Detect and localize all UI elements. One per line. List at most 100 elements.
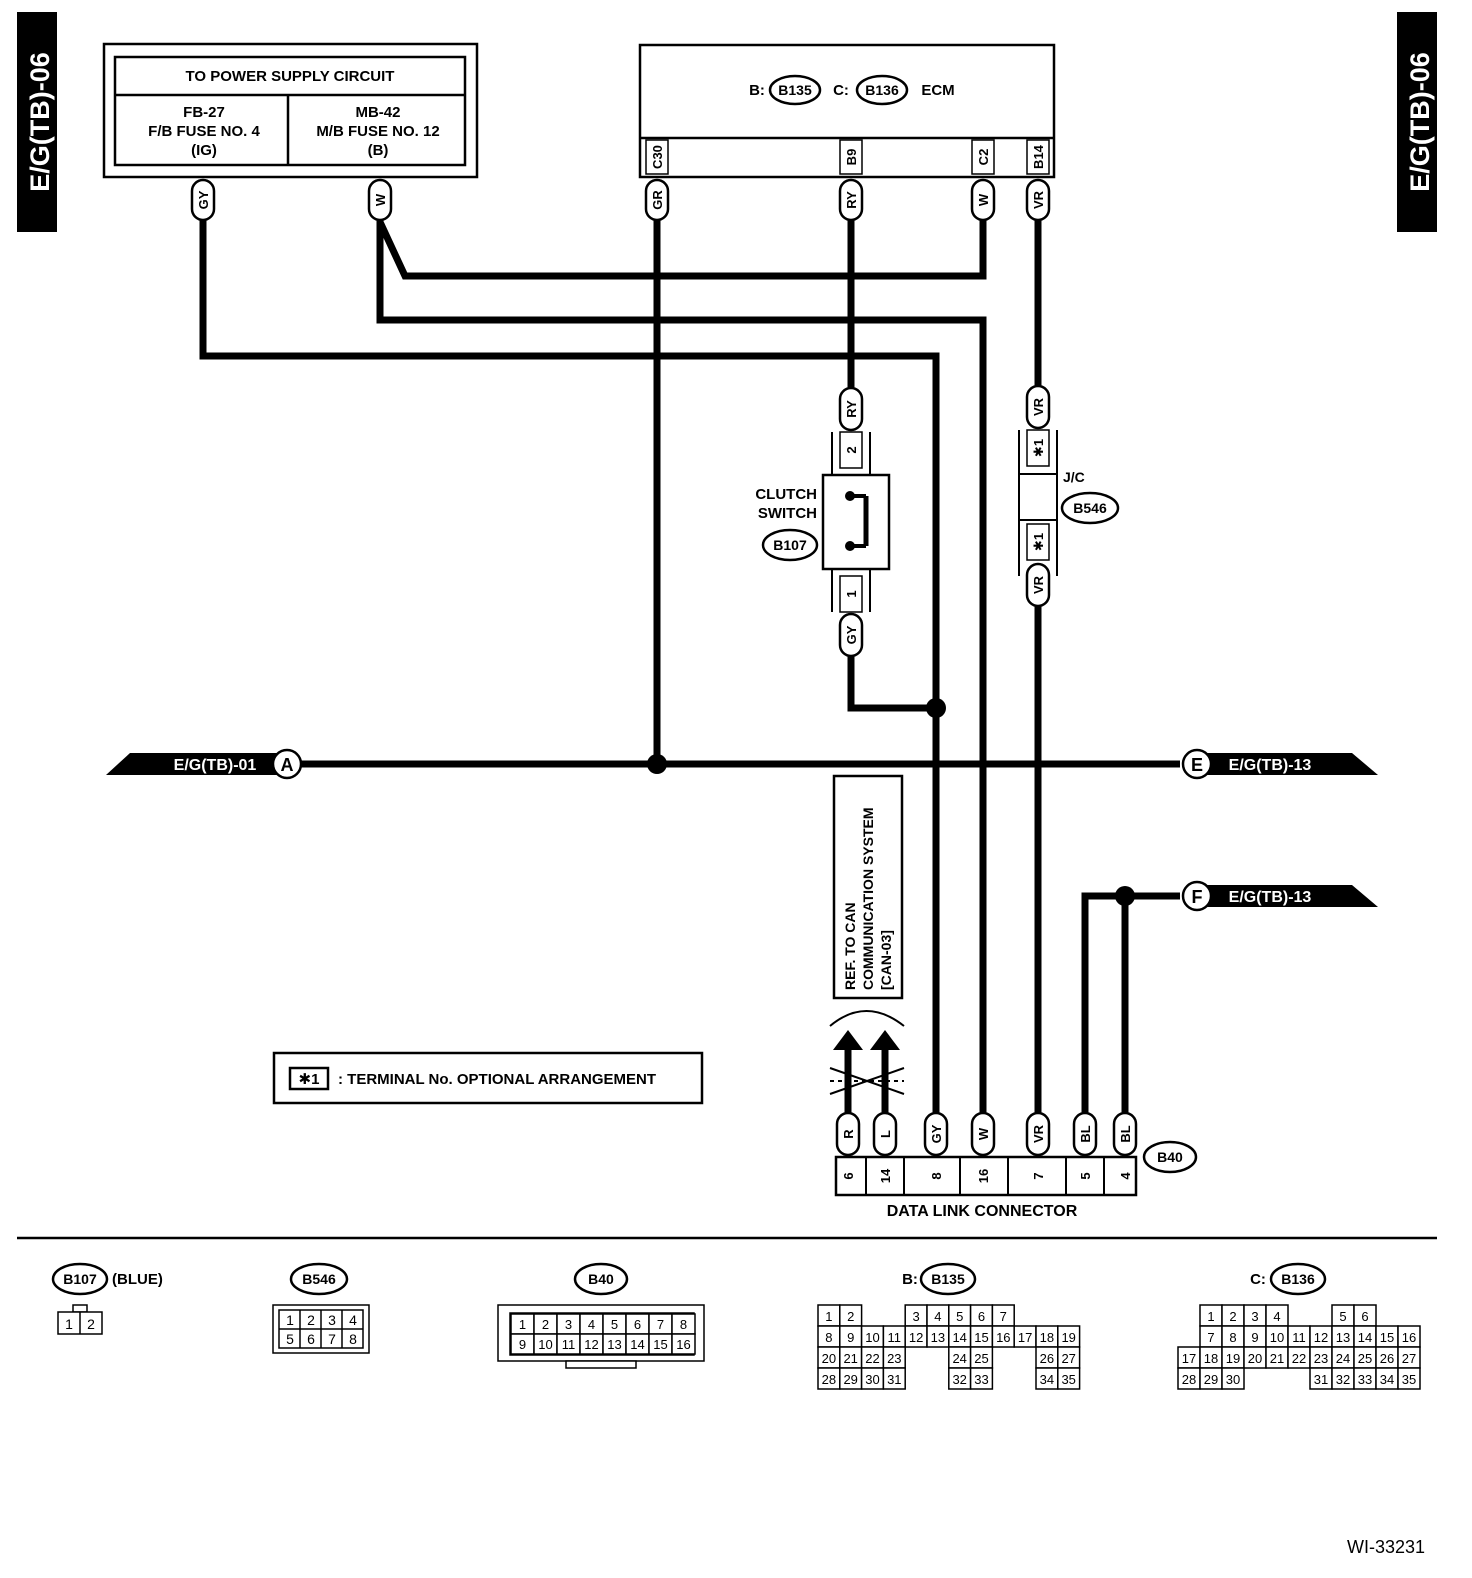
legend-pin: 5: [1339, 1309, 1346, 1324]
legend-pin: 1: [519, 1317, 526, 1332]
fuse-right-line2: M/B FUSE NO. 12: [316, 123, 439, 140]
dlc-wire-label: VR: [1031, 1124, 1046, 1143]
wire-label: W: [373, 193, 388, 206]
legend-b135-conn: B135: [931, 1271, 965, 1287]
legend-pin: 24: [952, 1351, 966, 1366]
legend-pin: 7: [1000, 1309, 1007, 1324]
jc-conn: B546: [1073, 500, 1107, 516]
legend-pin: 2: [1229, 1309, 1236, 1324]
dlc-pin: 5: [1078, 1172, 1093, 1179]
legend-pin: 9: [519, 1337, 526, 1352]
legend-pin: 2: [87, 1316, 95, 1332]
legend-pin: 33: [1358, 1372, 1372, 1387]
side-tab-right-label: E/G(TB)-06: [1405, 52, 1435, 192]
legend-pin: 10: [1270, 1330, 1284, 1345]
legend-pin: 7: [657, 1317, 664, 1332]
legend-pin: 1: [286, 1312, 294, 1328]
legend-pin: 26: [1040, 1351, 1054, 1366]
wire-color-labels: GY W GR RY W VR: [190, 178, 1051, 222]
offpage-a-letter: A: [281, 755, 294, 775]
legend-pin: 11: [562, 1337, 576, 1352]
legend-pin: 13: [1336, 1330, 1350, 1345]
legend-b546-conn: B546: [302, 1271, 336, 1287]
legend-pin: 25: [974, 1351, 988, 1366]
legend-pin: 2: [307, 1312, 315, 1328]
legend-pin: 24: [1336, 1351, 1350, 1366]
legend-pin: 9: [1251, 1330, 1258, 1345]
legend-pin: 31: [887, 1372, 901, 1387]
legend-pin: 30: [865, 1372, 879, 1387]
legend-pin: 5: [286, 1331, 294, 1347]
ecm-terminal: C30: [650, 145, 665, 169]
wire-label: GY: [844, 625, 859, 644]
legend-pin: 12: [909, 1330, 923, 1345]
legend-pin: 22: [1292, 1351, 1306, 1366]
terminal-note-box: ✱1 : TERMINAL No. OPTIONAL ARRANGEMENT: [272, 1051, 704, 1105]
legend-pin: 25: [1358, 1351, 1372, 1366]
dlc-title: DATA LINK CONNECTOR: [887, 1203, 1078, 1220]
legend-pin: 20: [822, 1351, 836, 1366]
clutch-switch-conn: B107: [773, 537, 807, 553]
dlc-wire-label: GY: [929, 1124, 944, 1143]
legend-b107-conn: B107: [63, 1271, 97, 1287]
note-symbol: ✱1: [299, 1071, 320, 1088]
legend-b546: B546 1 2 3 4 5 6 7 8: [272, 1262, 370, 1354]
clutch-switch: RY 2 1 GY CLUTCH SWITCH B107: [755, 386, 891, 658]
legend-pin-cell: [882, 1367, 906, 1390]
legend-pin: 14: [630, 1337, 644, 1352]
clutch-switch-label-2: SWITCH: [758, 505, 817, 522]
side-tab-left-label: E/G(TB)-06: [25, 52, 55, 192]
legend-b136-prefix: C:: [1250, 1271, 1266, 1288]
legend-pin: 8: [825, 1330, 832, 1345]
side-tab-right: E/G(TB)-06: [1397, 12, 1437, 232]
legend-pin: 19: [1061, 1330, 1075, 1345]
splice-dot: [1115, 886, 1135, 906]
legend-pin: 3: [328, 1312, 336, 1328]
legend-pin: 11: [888, 1330, 902, 1345]
legend-pin: 2: [542, 1317, 549, 1332]
legend-pin: 35: [1061, 1372, 1075, 1387]
fuse-left-line1: FB-27: [183, 104, 225, 121]
legend-pin: 12: [1314, 1330, 1328, 1345]
offpage-a-label: E/G(TB)-01: [174, 757, 257, 774]
legend-pin: 28: [1182, 1372, 1196, 1387]
legend-pin-cell: [969, 1367, 994, 1390]
legend-pin: 6: [634, 1317, 641, 1332]
offpage-connector-a: E/G(TB)-01 A: [106, 748, 303, 780]
can-ref-line3: [CAN-03]: [878, 930, 894, 990]
legend-pin: 7: [328, 1331, 336, 1347]
splice-dot: [926, 698, 946, 718]
wire-label: VR: [1031, 575, 1046, 594]
ecm-terminal: B14: [1031, 144, 1046, 169]
legend-pin: 5: [956, 1309, 963, 1324]
wire-gy-power: [199, 218, 940, 1115]
dlc-pin: 7: [1031, 1172, 1046, 1179]
legend-pin: 28: [822, 1372, 836, 1387]
legend-pin: 6: [1361, 1309, 1368, 1324]
legend-pin: 1: [1207, 1309, 1214, 1324]
dlc-pin: 16: [976, 1169, 991, 1183]
legend-pin: 16: [676, 1337, 690, 1352]
dlc-wire-label: R: [841, 1129, 856, 1139]
legend-pin: 3: [912, 1309, 919, 1324]
legend-pin: 4: [1273, 1309, 1280, 1324]
legend-pin: 8: [680, 1317, 687, 1332]
fuse-left-line2: F/B FUSE NO. 4: [148, 123, 260, 140]
clutch-switch-label-1: CLUTCH: [755, 486, 817, 503]
ecm-prefix-c: C:: [833, 82, 849, 99]
legend-pin: 27: [1061, 1351, 1075, 1366]
can-ref-line1: REF. TO CAN: [842, 902, 858, 990]
legend-pin-cell: [671, 1333, 696, 1355]
offpage-e-label: E/G(TB)-13: [1229, 757, 1312, 774]
ecm-terminal: C2: [976, 149, 991, 166]
legend-pin: 16: [1402, 1330, 1416, 1345]
offpage-connector-f: F E/G(TB)-13: [1181, 880, 1378, 912]
legend-pin: 33: [974, 1372, 988, 1387]
wire-label: GR: [650, 190, 665, 210]
legend-b107-color: (BLUE): [112, 1271, 163, 1288]
fuse-right-line3: (B): [368, 142, 389, 159]
